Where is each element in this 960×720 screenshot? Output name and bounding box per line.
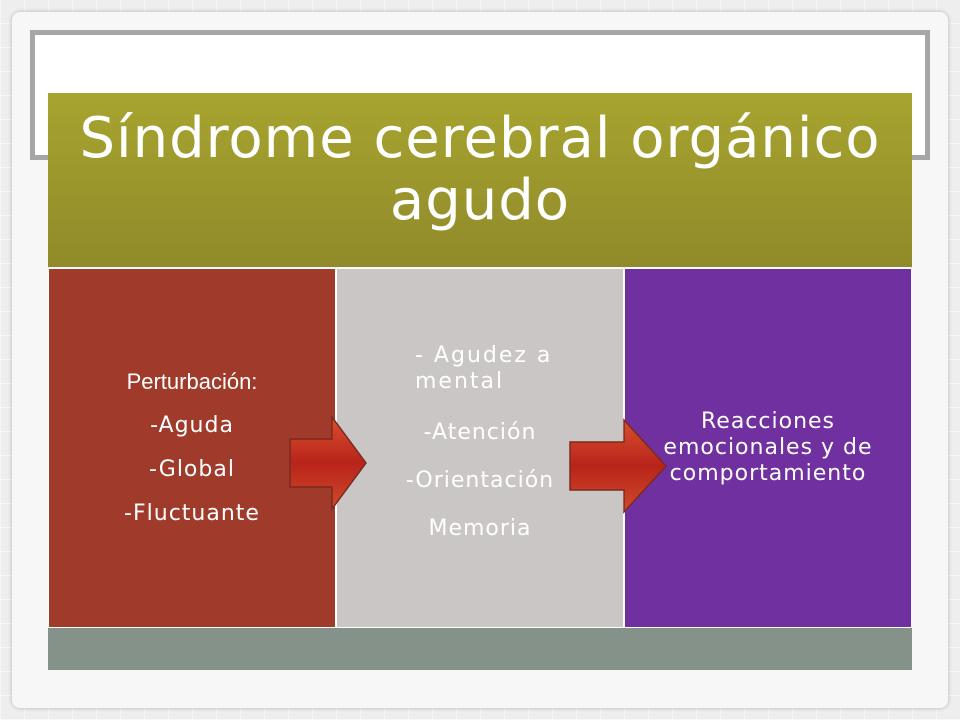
box-perturbacion: Perturbación: -Aguda -Global -Fluctuante <box>48 268 336 628</box>
box-1-line-fluctuante: -Fluctuante <box>124 501 260 526</box>
arrow-right-icon <box>289 415 367 511</box>
box-2-line-atencion: -Atención <box>423 420 537 445</box>
slide-title: Síndrome cerebral orgánico agudo <box>79 106 881 233</box>
box-3-text: Reacciones emocionales y de comportamien… <box>663 409 873 486</box>
box-reacciones: Reacciones emocionales y de comportamien… <box>624 268 912 628</box>
box-1-heading: Perturbación: <box>126 369 258 394</box>
arrow-right-icon-2 <box>569 418 668 514</box>
footer-bar <box>48 628 912 670</box>
box-1-line-aguda: -Aguda <box>150 413 234 438</box>
box-2-line-memoria: Memoria <box>428 516 532 541</box>
box-2-line-orientacion: -Orientación <box>405 468 555 493</box>
title-bar: Síndrome cerebral orgánico agudo <box>48 93 912 267</box>
box-1-line-global: -Global <box>149 457 235 482</box>
box-2-line-agudeza: - Agudez a mental <box>415 343 553 394</box>
